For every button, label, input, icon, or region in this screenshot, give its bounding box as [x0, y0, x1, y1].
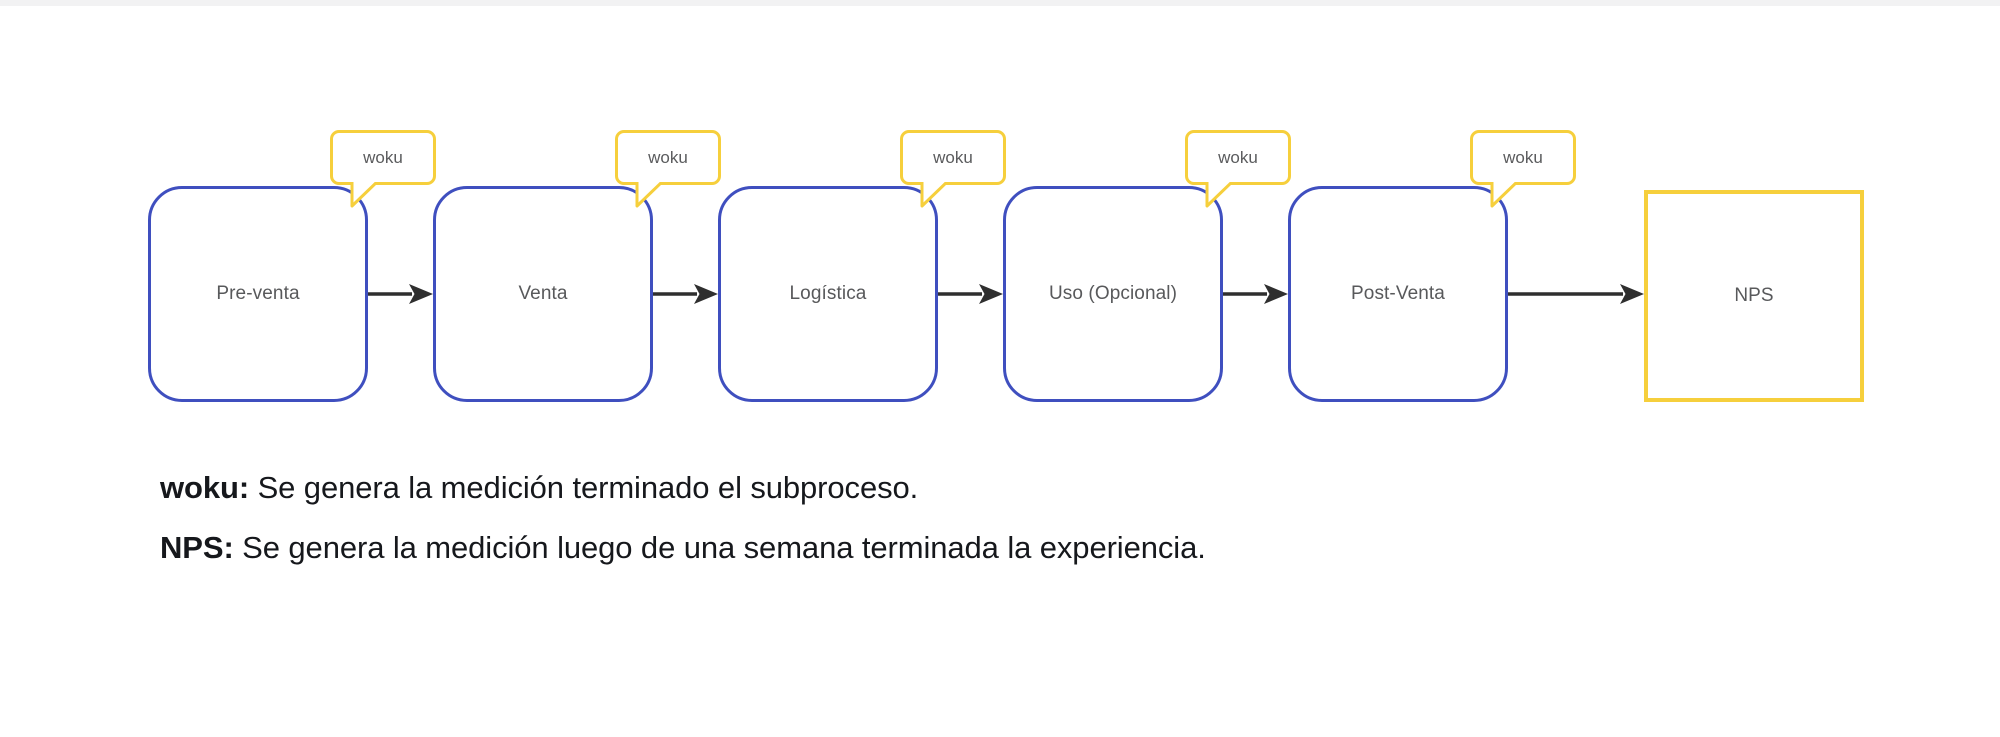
node-post-venta[interactable]: Post-Venta — [1288, 186, 1508, 402]
legend-term: NPS: — [160, 530, 234, 565]
node-nps[interactable]: NPS — [1644, 190, 1864, 402]
callout-label: woku — [1503, 147, 1543, 167]
node-label: NPS — [1734, 284, 1774, 306]
callout-tail-icon — [919, 175, 951, 208]
callout-tail-icon — [1204, 175, 1236, 208]
node-uso-opcional[interactable]: Uso (Opcional) — [1003, 186, 1223, 402]
node-logistica[interactable]: Logística — [718, 186, 938, 402]
legend-block: woku: Se genera la medición terminado el… — [160, 472, 1920, 592]
callout-label: woku — [1218, 147, 1258, 167]
callout-tail-icon — [349, 175, 381, 208]
callout-woku-logistica[interactable]: woku — [900, 130, 1006, 208]
legend-term: woku: — [160, 470, 250, 505]
callout-tail-icon — [1489, 175, 1521, 208]
node-label: Venta — [518, 282, 568, 304]
diagram-canvas: Pre-venta Venta Logística Uso (Opcional)… — [0, 6, 2000, 737]
callout-woku-post-venta[interactable]: woku — [1470, 130, 1576, 208]
arrow-uso-to-post-venta — [1223, 281, 1288, 307]
node-pre-venta[interactable]: Pre-venta — [148, 186, 368, 402]
callout-label: woku — [363, 147, 403, 167]
node-venta[interactable]: Venta — [433, 186, 653, 402]
legend-description: Se genera la medición luego de una seman… — [233, 530, 1206, 565]
top-strip — [0, 0, 2000, 6]
legend-item-nps: NPS: Se genera la medición luego de una … — [160, 532, 1920, 563]
legend-item-woku: woku: Se genera la medición terminado el… — [160, 472, 1920, 503]
node-label: Pre-venta — [216, 282, 300, 304]
callout-label: woku — [648, 147, 688, 167]
arrow-pre-venta-to-venta — [368, 281, 433, 307]
node-label: Logística — [789, 282, 867, 304]
callout-tail-icon — [634, 175, 666, 208]
process-flow-diagram: Pre-venta Venta Logística Uso (Opcional)… — [0, 6, 2000, 426]
legend-description: Se genera la medición terminado el subpr… — [249, 470, 919, 505]
callout-woku-pre-venta[interactable]: woku — [330, 130, 436, 208]
node-label: Uso (Opcional) — [1048, 282, 1178, 304]
callout-label: woku — [933, 147, 973, 167]
callout-woku-uso-opcional[interactable]: woku — [1185, 130, 1291, 208]
node-label: Post-Venta — [1351, 282, 1445, 304]
arrow-venta-to-logistica — [653, 281, 718, 307]
arrow-post-venta-to-nps — [1508, 281, 1644, 307]
arrow-logistica-to-uso — [938, 281, 1003, 307]
callout-woku-venta[interactable]: woku — [615, 130, 721, 208]
